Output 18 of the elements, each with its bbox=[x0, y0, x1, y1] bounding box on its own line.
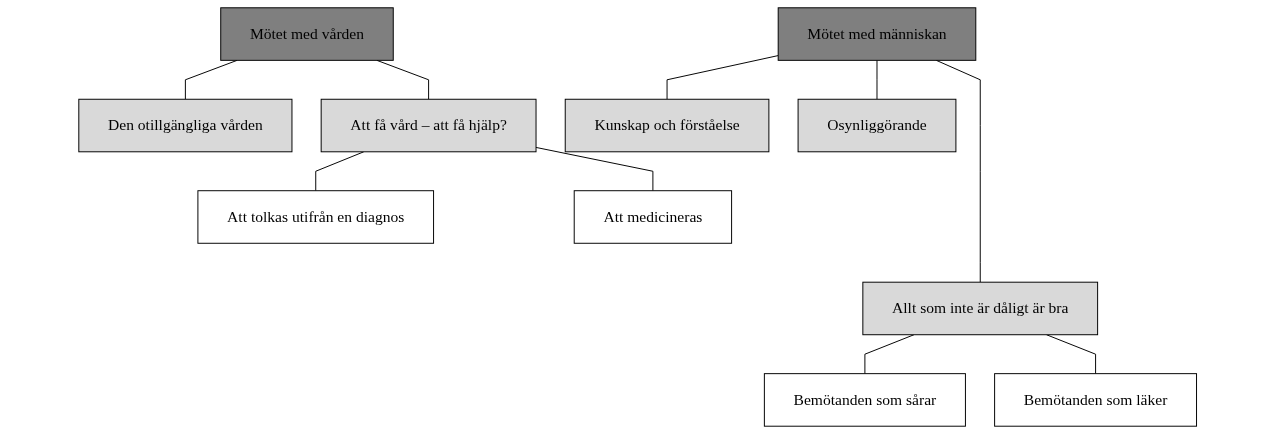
node-box: Att få vård – att få hjälp? bbox=[321, 98, 537, 153]
node-box: Bemötanden som sårar bbox=[764, 373, 967, 427]
connector bbox=[666, 55, 779, 100]
node-box: Osynliggörande bbox=[797, 98, 957, 153]
node-box: Bemötanden som läker bbox=[994, 373, 1198, 427]
node-box: Att tolkas utifrån en diagnos bbox=[197, 190, 435, 244]
node-box: Mötet med vården bbox=[220, 7, 395, 61]
node-box: Mötet med människan bbox=[778, 7, 977, 61]
node-box: Den otillgängliga vården bbox=[78, 98, 293, 153]
connector bbox=[315, 151, 365, 192]
connector bbox=[535, 146, 654, 192]
node-box: Kunskap och förståelse bbox=[565, 98, 770, 153]
connector bbox=[1046, 334, 1097, 375]
connector bbox=[936, 59, 982, 283]
node-box: Att medicineras bbox=[574, 190, 733, 244]
node-box: Allt som inte är dåligt är bra bbox=[862, 281, 1099, 336]
connector bbox=[876, 59, 878, 100]
connector bbox=[864, 334, 915, 375]
